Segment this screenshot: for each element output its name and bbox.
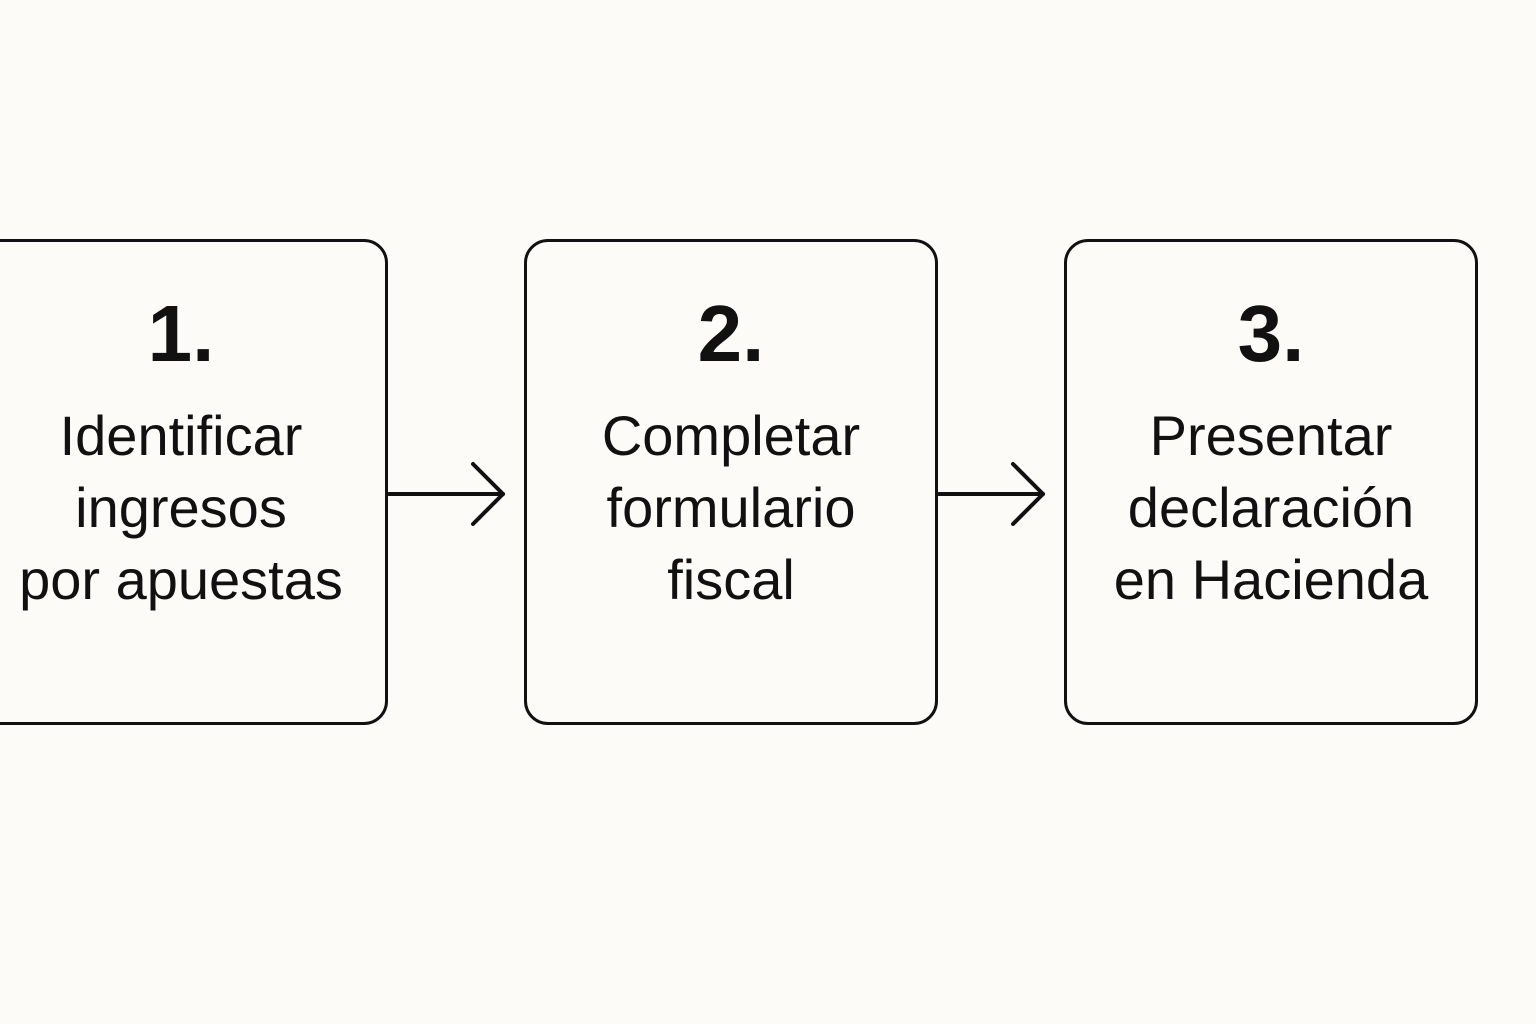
- step-3-label: Presentar declaración en Hacienda: [1113, 404, 1429, 611]
- step-1-number: 1.: [147, 289, 215, 378]
- right-arrow-icon: [937, 462, 1045, 526]
- right-arrow-icon: [387, 462, 505, 526]
- step-1-label: Identificar ingresos por apuestas: [19, 404, 343, 611]
- step-3-number: 3.: [1237, 289, 1305, 378]
- step-3-box: 3. Presentar declaración en Hacienda: [1064, 239, 1478, 725]
- step-2-label: Completar formulario fiscal: [601, 404, 861, 611]
- step-1-box: 1. Identificar ingresos por apuestas: [0, 239, 388, 725]
- step-2-number: 2.: [697, 289, 765, 378]
- step-2-box: 2. Completar formulario fiscal: [524, 239, 938, 725]
